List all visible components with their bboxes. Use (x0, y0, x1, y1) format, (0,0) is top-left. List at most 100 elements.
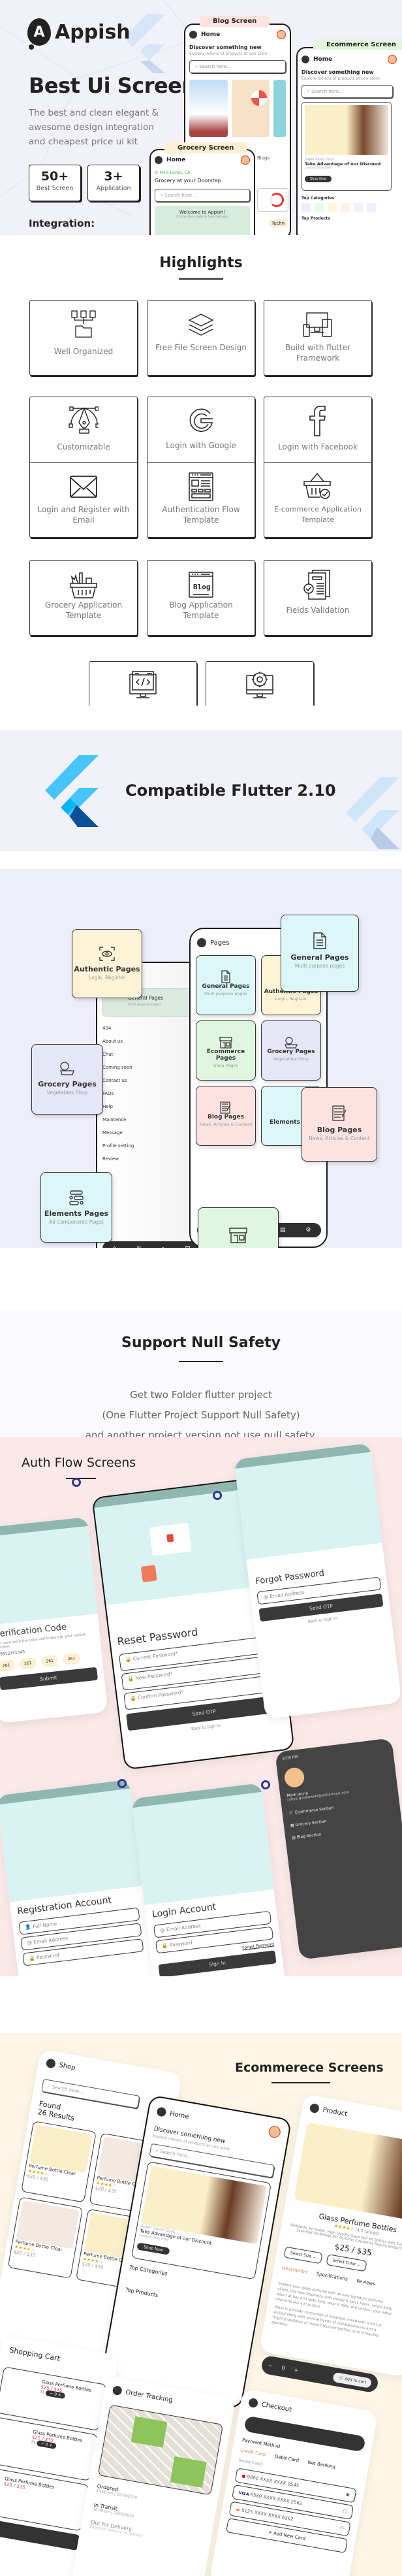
list-item[interactable]: About us (102, 1039, 123, 1044)
layers-icon[interactable]: ≋ (136, 1245, 142, 1248)
description-line: (One Flutter Project Support Null Safety… (102, 1409, 300, 1421)
minus-button[interactable]: − (268, 2362, 273, 2369)
plus-button[interactable]: + (293, 2366, 299, 2373)
location-text: Mira Loma, CA (159, 170, 191, 175)
blog-thumb-beach[interactable] (231, 80, 270, 137)
list-item[interactable]: Message (102, 1130, 123, 1135)
list-item[interactable]: Profile setting (102, 1143, 134, 1149)
tech-chip[interactable]: Techn (269, 220, 288, 227)
location-label[interactable]: ⊙ Mira Loma, CA (155, 170, 191, 175)
list-item[interactable]: Contact us (102, 1078, 127, 1083)
field-placeholder: Confirm Password* (137, 1689, 184, 1701)
envelope-icon (69, 472, 99, 502)
blog-thumb-ski[interactable] (189, 80, 228, 137)
select-color-dropdown[interactable]: Select Color ⌄ (326, 2253, 367, 2272)
radio-unselected[interactable]: ○ (342, 2508, 348, 2515)
otp-box[interactable]: 261 (40, 1654, 59, 1668)
illustration (235, 1452, 382, 1560)
pen-tool-icon (69, 406, 99, 436)
blog-thumb-partial (273, 80, 286, 137)
category-cosmetic-icon[interactable] (367, 203, 376, 212)
radio-unselected[interactable]: ○ (339, 2525, 345, 2532)
tab-description[interactable]: Description (281, 2265, 308, 2275)
list-item[interactable]: Chat (102, 1052, 114, 1057)
menu-icon[interactable] (197, 938, 206, 947)
avatar[interactable] (241, 155, 250, 165)
list-header-title: General Pages (128, 995, 164, 1001)
tab-reviews[interactable]: Reviews (356, 2278, 376, 2287)
category-perfume-icon[interactable] (354, 203, 363, 212)
otp-box[interactable]: 261 (0, 1659, 16, 1672)
menu-icon[interactable] (189, 31, 197, 39)
avatar[interactable] (388, 55, 397, 64)
menu-icon[interactable] (156, 2106, 167, 2117)
quantity-value: 0 (44, 2442, 48, 2447)
stat-application: 3+ Application (87, 165, 140, 201)
list-item[interactable]: Coming soon (102, 1065, 132, 1070)
card-title: Ecommerce Pages (206, 1049, 245, 1062)
list-item[interactable]: Maintence (102, 1117, 127, 1122)
decor-ring (261, 1780, 270, 1789)
highlight-label: Customizable (57, 442, 110, 451)
back-icon[interactable] (112, 2385, 123, 2396)
home-icon[interactable]: ⌂ (112, 1245, 116, 1248)
back-icon[interactable] (309, 2102, 320, 2114)
eye-scan-icon (72, 947, 142, 961)
product-card[interactable]: Perfume Bottle Clear★★★★☆$20 / $35 (21, 2121, 97, 2203)
search-input[interactable]: ⌕ Search here... (189, 60, 286, 73)
list-item[interactable]: Help (102, 1104, 113, 1109)
category-watch-icon[interactable] (302, 203, 311, 212)
document-icon[interactable]: ▤ (279, 1227, 286, 1233)
promo-card[interactable]: Super Saver Days Take Advantage of our D… (302, 102, 392, 191)
gear-icon[interactable]: ⚙ (305, 1227, 311, 1233)
tab-specifications[interactable]: Specifications (316, 2271, 348, 2282)
select-size-dropdown[interactable]: Select Size ⌄ (283, 2246, 323, 2264)
radio-selected[interactable]: ◉ (345, 2491, 350, 2498)
blog-icon: ▤ (291, 1835, 296, 1840)
field-placeholder: New Password* (134, 1671, 173, 1682)
document-icon[interactable]: ▤ (185, 1245, 191, 1248)
category-shirt-icon[interactable] (315, 203, 324, 212)
field-placeholder: Email Address (33, 1935, 69, 1946)
list-item[interactable]: Review (102, 1156, 119, 1162)
otp-box[interactable]: 261 (19, 1657, 37, 1670)
add-to-cart-button[interactable]: 🛒 Add to cart (332, 2372, 373, 2389)
avatar[interactable] (268, 2125, 282, 2139)
promo-card[interactable]: Super Saver Days Take Advantage of our D… (131, 2161, 272, 2280)
menu-icon[interactable] (302, 56, 309, 63)
checkout-phone: Checkout Payment Method Credit Card Debi… (209, 2389, 379, 2576)
highlight-label: Login and Register with Email (37, 505, 130, 525)
back-icon[interactable] (247, 2397, 259, 2409)
otp-box[interactable]: 261 (62, 1652, 81, 1665)
product-card[interactable]: Perfume Bottle Clear★★★★☆$20 / $35 (7, 2196, 84, 2279)
list-item[interactable]: 404 (102, 1026, 112, 1031)
search-input[interactable]: ⌕ Search here... (302, 85, 393, 98)
flutter-compat-section: Compatible Flutter 2.10 (0, 730, 402, 851)
category-headphone-icon[interactable] (328, 203, 337, 212)
category-shoe-icon[interactable] (341, 203, 350, 212)
search-input[interactable]: ⌕ Search here... (155, 189, 250, 202)
avatar[interactable] (277, 30, 286, 39)
highlight-label: Login with Facebook (278, 442, 358, 451)
stat-value: 3+ (104, 169, 123, 184)
avatar[interactable] (283, 1767, 305, 1789)
list-item[interactable]: FAQs (102, 1091, 114, 1096)
browser-layout-icon (186, 472, 216, 502)
menu-icon[interactable] (155, 156, 162, 164)
drawer-item-label: Blog Section (296, 1832, 322, 1840)
shop-now-button[interactable]: Shop Now (305, 176, 332, 182)
shop-now-button[interactable]: Shop Now (136, 2242, 170, 2255)
search-icon[interactable]: ⌕ (161, 1245, 164, 1248)
google-outline-icon (186, 406, 216, 436)
back-icon[interactable] (45, 2058, 56, 2069)
